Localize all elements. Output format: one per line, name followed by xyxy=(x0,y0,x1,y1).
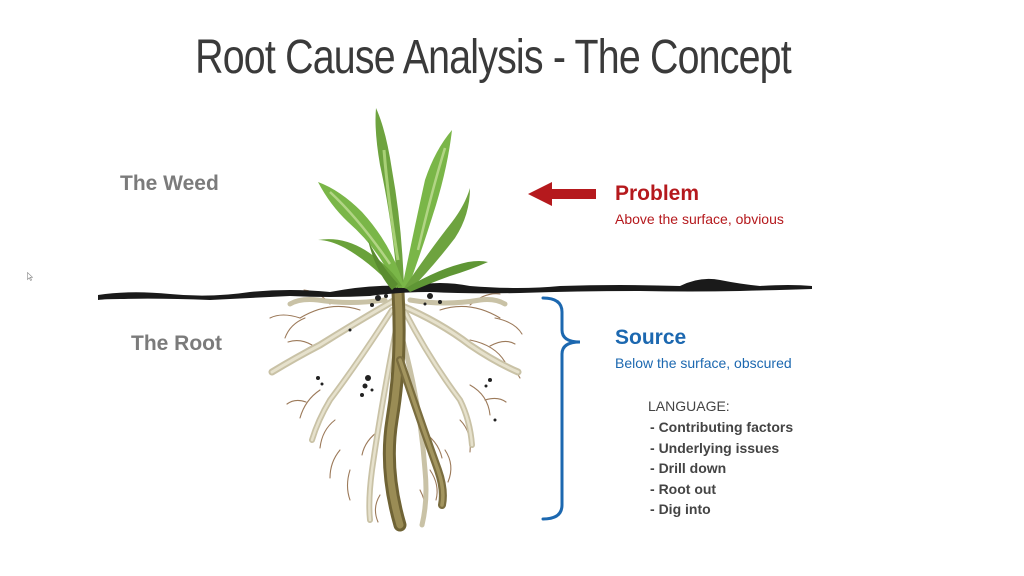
language-item: Dig into xyxy=(650,499,793,520)
language-list: Contributing factors Underlying issues D… xyxy=(650,417,794,520)
weed-leaves xyxy=(318,108,488,292)
curly-brace-icon xyxy=(541,296,581,521)
left-arrow-icon xyxy=(528,182,596,206)
language-item: Contributing factors xyxy=(650,417,794,438)
mouse-pointer-icon xyxy=(27,272,33,281)
problem-subtitle: Above the surface, obvious xyxy=(615,211,784,227)
ground-line xyxy=(98,278,812,300)
weed-label: The Weed xyxy=(120,172,219,195)
language-item: Underlying issues xyxy=(650,438,793,459)
source-subtitle: Below the surface, obscured xyxy=(615,355,792,371)
main-roots xyxy=(268,285,522,532)
source-title: Source xyxy=(615,326,687,349)
language-item: Drill down xyxy=(650,458,793,479)
soil-particles xyxy=(316,293,497,422)
language-heading: LANGUAGE: xyxy=(648,398,730,414)
slide-title: Root Cause Analysis - The Concept xyxy=(195,31,792,84)
problem-title: Problem xyxy=(615,182,700,205)
language-item: Root out xyxy=(650,479,793,500)
root-label: The Root xyxy=(131,332,222,355)
